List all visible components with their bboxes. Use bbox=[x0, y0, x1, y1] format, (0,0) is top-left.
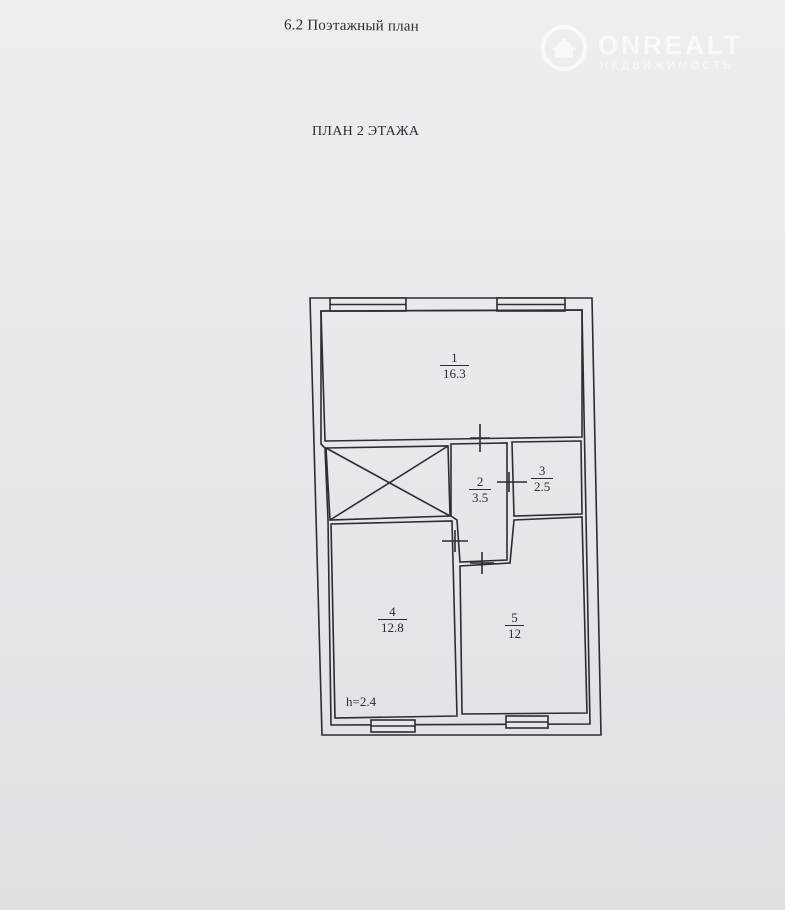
room-5-outline bbox=[459, 516, 588, 715]
stairwell-cross bbox=[329, 445, 449, 521]
room-label-2: 2 3.5 bbox=[469, 474, 492, 505]
stairwell-cross bbox=[325, 447, 451, 517]
room-number: 5 bbox=[505, 610, 524, 626]
window-bottom-left bbox=[370, 719, 416, 733]
room-number: 4 bbox=[378, 604, 407, 620]
room-area: 3.5 bbox=[472, 490, 489, 505]
ceiling-height-label: h=2.4 bbox=[346, 694, 377, 709]
window-top-left bbox=[329, 297, 407, 312]
room-4-outline bbox=[330, 520, 458, 719]
outer-wall-inner bbox=[320, 309, 591, 726]
window-top-right bbox=[496, 297, 566, 312]
room-label-1: 1 16.3 bbox=[440, 350, 469, 381]
room-label-4: 4 12.8 bbox=[378, 604, 407, 635]
room-area: 16.3 bbox=[443, 366, 466, 381]
room-number: 1 bbox=[440, 350, 469, 366]
room-1-outline bbox=[320, 309, 583, 442]
room-number: 2 bbox=[469, 474, 492, 490]
room-label-5: 5 12 bbox=[505, 610, 524, 641]
house-icon bbox=[541, 25, 587, 71]
room-area: 12.8 bbox=[381, 620, 404, 635]
plan-title: ПЛАН 2 ЭТАЖА bbox=[312, 124, 420, 139]
watermark: ONREALT НЕДВИЖИМОСТЬ bbox=[540, 24, 770, 84]
room-area: 2.5 bbox=[534, 479, 551, 494]
room-area: 12 bbox=[508, 626, 521, 641]
room-number: 3 bbox=[531, 463, 554, 479]
room-label-3: 3 2.5 bbox=[531, 463, 554, 494]
watermark-brand: ONREALT bbox=[598, 30, 743, 60]
room-2-outline bbox=[450, 442, 508, 563]
watermark-subtitle: НЕДВИЖИМОСТЬ bbox=[600, 60, 734, 72]
window-bottom-right bbox=[505, 715, 549, 729]
room-3-outline bbox=[511, 440, 583, 517]
